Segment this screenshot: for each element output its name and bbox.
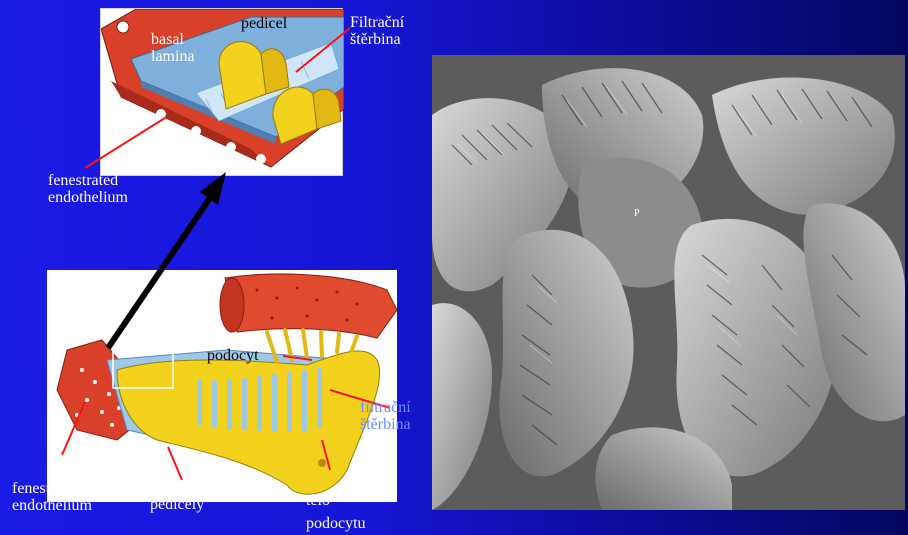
pedicely-label: pedicely — [150, 496, 204, 513]
filtracni-sterbina-bottom-label: filtrační štěrbina — [360, 399, 411, 433]
zoom-arrow-head-icon — [200, 172, 226, 205]
zoom-arrow — [108, 195, 212, 348]
filtracni-sterbina-top-label: Filtrační štěrbina — [350, 14, 404, 48]
fenestrated-endothelium-top-label: fenestrated endothelium — [48, 172, 128, 206]
telo-podocytu-label: tělo podocytu — [306, 492, 366, 532]
fenestrated-endothelium-bottom-label: fenestrated endothelium — [12, 480, 92, 514]
